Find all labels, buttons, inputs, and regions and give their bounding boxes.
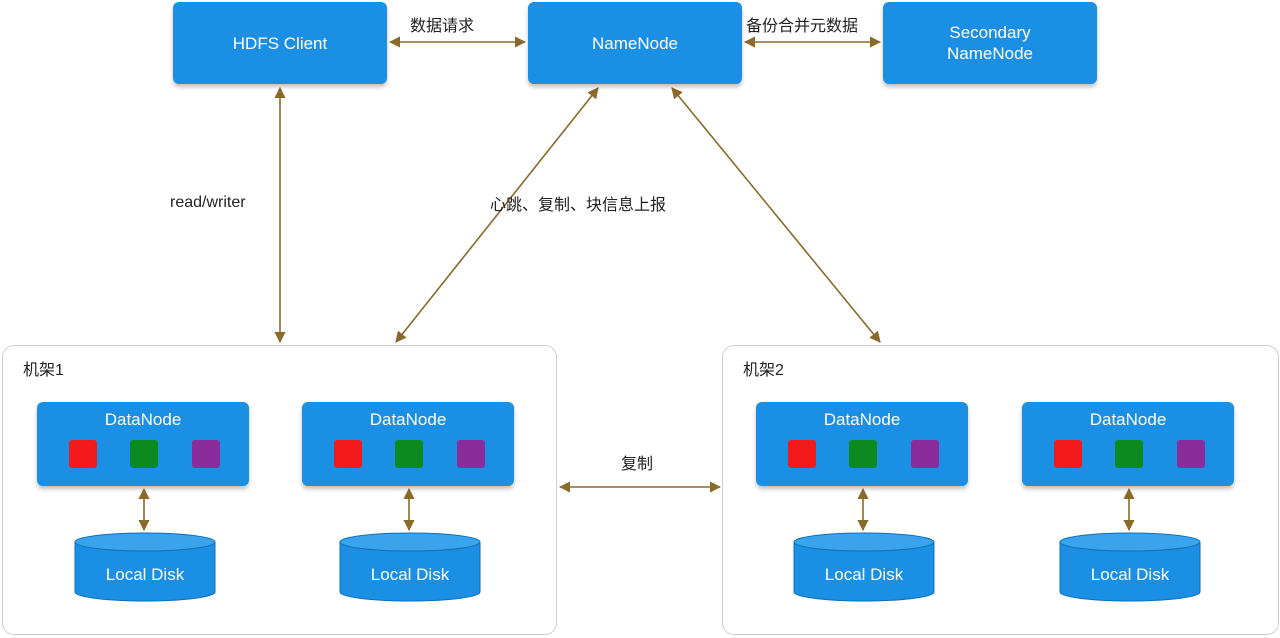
rack-2: 机架2 DataNode Local Disk DataNode Local D… (722, 345, 1279, 635)
label-backup-merge: 备份合并元数据 (746, 18, 859, 35)
secondary-namenode-label: Secondary NameNode (947, 23, 1033, 63)
arrow-datanode-disk (857, 487, 869, 532)
hdfs-client-label: HDFS Client (232, 33, 328, 53)
datanode-title: DataNode (104, 410, 182, 429)
label-replicate: 复制 (621, 456, 654, 473)
local-disk: Local Disk (74, 532, 216, 602)
secondary-namenode-box: Secondary NameNode (883, 2, 1097, 84)
block-purple (192, 440, 220, 468)
arrow-datanode-disk (138, 487, 150, 532)
disk-icon (793, 532, 935, 602)
arrow-namenode-rack2 (671, 87, 881, 343)
local-disk: Local Disk (1059, 532, 1201, 602)
hdfs-client-box: HDFS Client (173, 2, 387, 84)
block-green (849, 440, 877, 468)
arrow-namenode-rack1 (395, 87, 599, 343)
datanode: DataNode (1022, 402, 1234, 486)
rack-2-label: 机架2 (743, 362, 784, 379)
rack-1-label: 机架1 (23, 362, 64, 379)
local-disk-label: Local Disk (370, 565, 450, 584)
datanode-title: DataNode (369, 410, 447, 429)
label-read-write: read/writer (170, 194, 246, 211)
block-red (1054, 440, 1082, 468)
block-green (395, 440, 423, 468)
block-green (130, 440, 158, 468)
datanode: DataNode (756, 402, 968, 486)
block-purple (911, 440, 939, 468)
block-red (334, 440, 362, 468)
block-purple (457, 440, 485, 468)
local-disk-label: Local Disk (105, 565, 185, 584)
disk-icon (1059, 532, 1201, 602)
local-disk-label: Local Disk (1090, 565, 1170, 584)
arrow-datanode-disk (403, 487, 415, 532)
rack-1: 机架1 DataNode Local Disk DataNode Local D… (2, 345, 557, 635)
datanode: DataNode (302, 402, 514, 486)
label-data-request: 数据请求 (410, 18, 475, 35)
namenode-label: NameNode (592, 33, 678, 53)
datanode-title: DataNode (823, 410, 901, 429)
label-heartbeat: 心跳、复制、块信息上报 (490, 197, 667, 214)
block-red (69, 440, 97, 468)
datanode-title: DataNode (1089, 410, 1167, 429)
arrow-datanode-disk (1123, 487, 1135, 532)
local-disk: Local Disk (793, 532, 935, 602)
block-green (1115, 440, 1143, 468)
block-red (788, 440, 816, 468)
local-disk-label: Local Disk (824, 565, 904, 584)
local-disk: Local Disk (339, 532, 481, 602)
datanode: DataNode (37, 402, 249, 486)
disk-icon (74, 532, 216, 602)
namenode-box: NameNode (528, 2, 742, 84)
disk-icon (339, 532, 481, 602)
block-purple (1177, 440, 1205, 468)
